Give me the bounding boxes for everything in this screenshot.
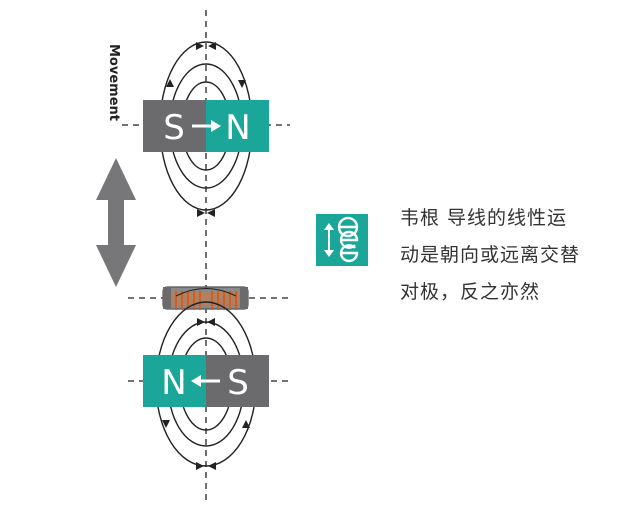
movement-label: Movement: [106, 44, 121, 121]
wiegand-sensor: [128, 286, 290, 310]
description-line-2: 动是朝向或远离交替: [400, 244, 581, 266]
bottom-magnet-group: N S: [128, 301, 290, 470]
bottom-field-arrows: [162, 318, 250, 470]
movement-arrow: [96, 158, 136, 287]
bottom-magnet-arrow: [191, 375, 220, 387]
top-magnet-arrow: [192, 120, 221, 132]
description-text: 韦根 导线的线性运 动是朝向或远离交替 对极，反之亦然: [400, 200, 625, 311]
description-line-3: 对极，反之亦然: [400, 281, 541, 303]
wiegand-wire-icon: [316, 214, 368, 266]
top-magnet-right-label: N: [225, 108, 250, 148]
sensor-inner-field: [175, 288, 237, 297]
top-field-arrows: [166, 42, 246, 217]
bottom-magnet-left-label: N: [161, 363, 186, 403]
description-line-1: 韦根 导线的线性运: [400, 207, 568, 229]
sensor-cap-right: [240, 287, 248, 309]
top-magnet-left-label: S: [163, 108, 185, 148]
bottom-magnet-right-label: S: [227, 363, 249, 403]
sensor-cap-left: [163, 287, 171, 309]
top-magnet-group: S N: [122, 41, 290, 217]
